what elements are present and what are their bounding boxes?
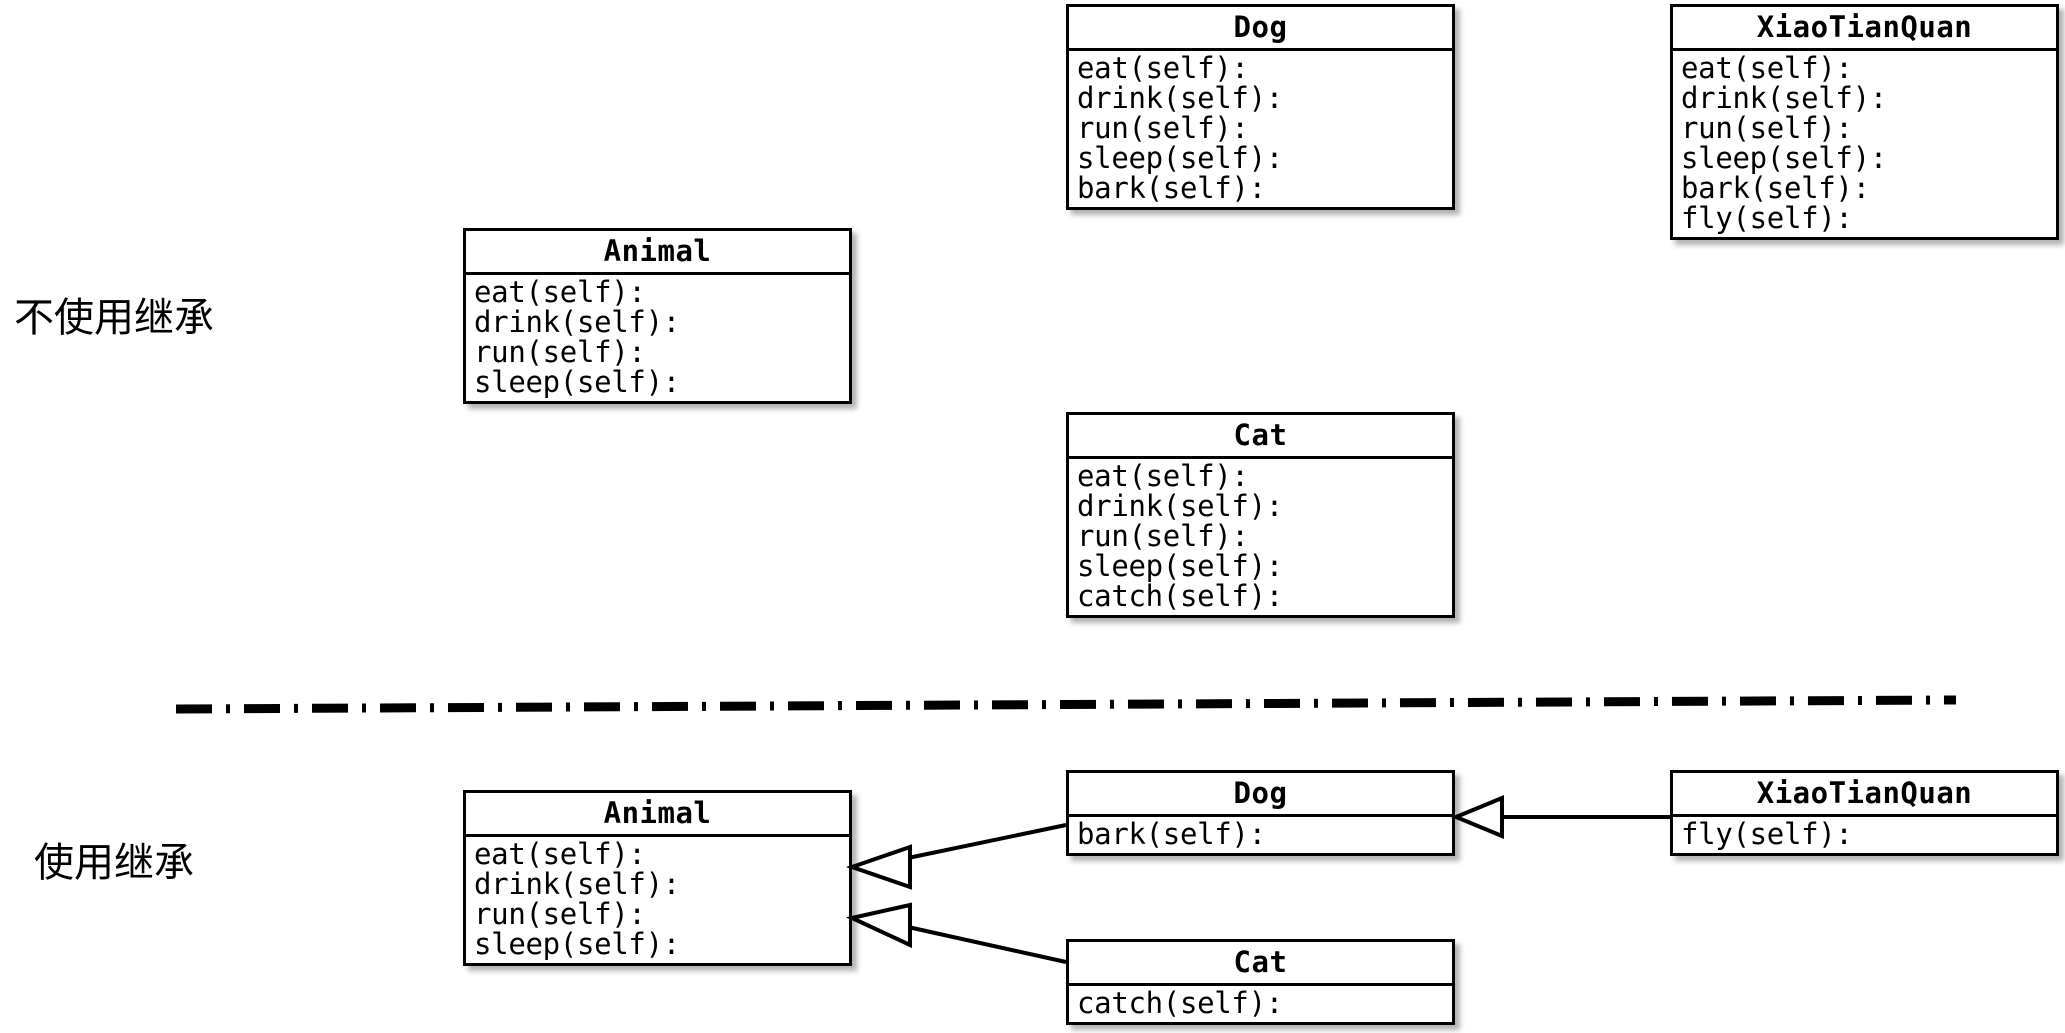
class-box-dog-top[interactable]: Dog eat(self): drink(self): run(self): s…: [1066, 4, 1455, 210]
method-row: eat(self):: [1077, 51, 1249, 85]
class-title-dog-bottom: Dog: [1069, 773, 1452, 817]
method-row: fly(self):: [1681, 201, 1853, 235]
method-row: run(self):: [1681, 111, 1853, 145]
generalization-cat-to-animal: [845, 902, 1067, 964]
method-row: run(self):: [1077, 111, 1249, 145]
method-row: eat(self):: [1681, 51, 1853, 85]
method-row: bark(self):: [1681, 171, 1870, 205]
method-row: eat(self):: [474, 837, 646, 871]
method-row: drink(self):: [1077, 489, 1283, 523]
class-box-cat-bottom[interactable]: Cat catch(self):: [1066, 939, 1455, 1025]
class-methods-xiaotianquan-top: eat(self): drink(self): run(self): sleep…: [1673, 51, 2056, 237]
class-title-xiaotianquan-top: XiaoTianQuan: [1673, 7, 2056, 51]
method-row: catch(self):: [1077, 986, 1283, 1020]
method-row: sleep(self):: [1077, 141, 1283, 175]
generalization-xiaotianquan-to-dog: [1450, 795, 1670, 839]
method-row: run(self):: [474, 897, 646, 931]
class-box-animal-bottom[interactable]: Animal eat(self): drink(self): run(self)…: [463, 790, 852, 966]
method-row: sleep(self):: [474, 927, 680, 961]
method-row: run(self):: [1077, 519, 1249, 553]
method-row: catch(self):: [1077, 579, 1283, 613]
method-row: sleep(self):: [1681, 141, 1887, 175]
method-row: run(self):: [474, 335, 646, 369]
class-methods-xiaotianquan-bottom: fly(self):: [1673, 817, 2056, 853]
method-row: drink(self):: [1681, 81, 1887, 115]
method-row: eat(self):: [474, 275, 646, 309]
class-box-animal-top[interactable]: Animal eat(self): drink(self): run(self)…: [463, 228, 852, 404]
class-methods-animal-bottom: eat(self): drink(self): run(self): sleep…: [466, 837, 849, 963]
class-box-xiaotianquan-bottom[interactable]: XiaoTianQuan fly(self):: [1670, 770, 2059, 856]
class-methods-dog-bottom: bark(self):: [1069, 817, 1452, 853]
label-with-inheritance: 使用继承: [34, 840, 194, 886]
class-box-xiaotianquan-top[interactable]: XiaoTianQuan eat(self): drink(self): run…: [1670, 4, 2059, 240]
class-title-animal-bottom: Animal: [466, 793, 849, 837]
class-methods-animal-top: eat(self): drink(self): run(self): sleep…: [466, 275, 849, 401]
generalization-dog-to-animal: [845, 823, 1067, 890]
method-row: eat(self):: [1077, 459, 1249, 493]
label-no-inheritance: 不使用继承: [14, 295, 214, 341]
class-box-dog-bottom[interactable]: Dog bark(self):: [1066, 770, 1455, 856]
class-methods-dog-top: eat(self): drink(self): run(self): sleep…: [1069, 51, 1452, 207]
class-methods-cat-top: eat(self): drink(self): run(self): sleep…: [1069, 459, 1452, 615]
method-row: sleep(self):: [474, 365, 680, 399]
class-title-xiaotianquan-bottom: XiaoTianQuan: [1673, 773, 2056, 817]
class-title-animal-top: Animal: [466, 231, 849, 275]
method-row: drink(self):: [474, 867, 680, 901]
class-box-cat-top[interactable]: Cat eat(self): drink(self): run(self): s…: [1066, 412, 1455, 618]
method-row: bark(self):: [1077, 171, 1266, 205]
method-row: drink(self):: [1077, 81, 1283, 115]
class-title-cat-bottom: Cat: [1069, 942, 1452, 986]
method-row: drink(self):: [474, 305, 680, 339]
class-title-dog-top: Dog: [1069, 7, 1452, 51]
method-row: fly(self):: [1681, 817, 1853, 851]
class-title-cat-top: Cat: [1069, 415, 1452, 459]
method-row: sleep(self):: [1077, 549, 1283, 583]
class-methods-cat-bottom: catch(self):: [1069, 986, 1452, 1022]
method-row: bark(self):: [1077, 817, 1266, 851]
